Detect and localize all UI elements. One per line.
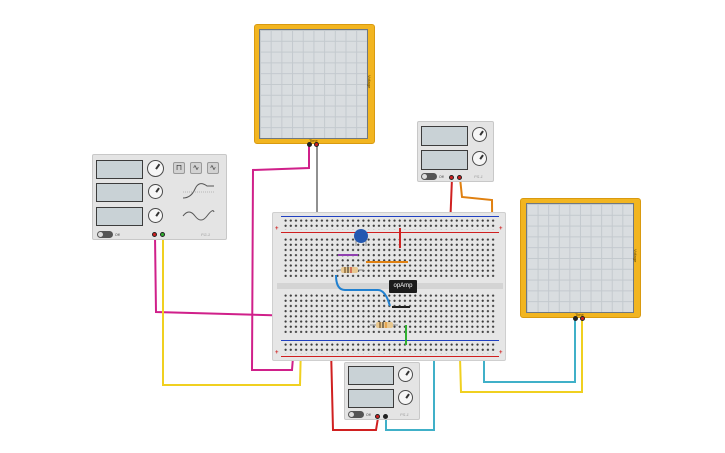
psu-bottom-terminal-pos[interactable]: [383, 414, 388, 419]
fg-brand: FG-1: [201, 232, 211, 237]
psu-bottom-display-2: [348, 389, 394, 408]
psu-bottom-power-toggle[interactable]: [348, 411, 364, 418]
fg-display-2: [96, 183, 143, 202]
psu-top-brand: PS-1: [474, 174, 483, 179]
psu-bottom-brand: PS-1: [400, 412, 409, 417]
triangle-wave-icon[interactable]: ∿: [207, 162, 219, 174]
sine-wave-icon[interactable]: ∿: [190, 162, 202, 174]
magenta-wire-scope: [250, 146, 310, 371]
bottom-rail-plus-left: +: [275, 350, 279, 356]
scope-top-terminal-neg[interactable]: [307, 142, 312, 147]
psu-top-terminal-neg[interactable]: [449, 175, 454, 180]
oscilloscope-top-screen: [259, 29, 368, 139]
red-wire-psu-bottom: [330, 347, 379, 431]
bottom-rail-plus-right: +: [499, 350, 503, 356]
psu-top-terminal-pos[interactable]: [457, 175, 462, 180]
resistor-top-body: [341, 267, 358, 273]
fg-knob-1[interactable]: [147, 160, 164, 177]
top-rail-plus-left: +: [275, 226, 279, 232]
opamp-chip[interactable]: opAmp: [389, 280, 417, 293]
oscilloscope-top-time-label: Time: [309, 138, 318, 143]
square-wave-icon[interactable]: ⊓: [173, 162, 185, 174]
bottom-rail-red-line: [281, 356, 499, 357]
scope-right-terminal-neg[interactable]: [573, 316, 578, 321]
fg-terminal-pos[interactable]: [160, 232, 165, 237]
yellow-wire-fg: [162, 236, 302, 386]
power-supply-top[interactable]: Off PS-1: [417, 121, 494, 182]
psu-top-display-2: [421, 150, 468, 170]
scope-top-terminal-pos[interactable]: [314, 142, 319, 147]
blue-jumper: [335, 274, 391, 307]
top-rail-plus-right: +: [499, 226, 503, 232]
psu-bottom-display-1: [348, 366, 394, 385]
psu-top-power-label: Off: [439, 175, 444, 179]
psu-bottom-knob-2[interactable]: [398, 390, 413, 405]
psu-bottom-knob-1[interactable]: [398, 367, 413, 382]
bottom-rail-holes[interactable]: [283, 342, 497, 354]
psu-top-knob-2[interactable]: [472, 151, 487, 166]
top-rail-blue-line: [281, 216, 499, 217]
scope-right-terminal-pos[interactable]: [580, 316, 585, 321]
fg-knob-3[interactable]: [148, 208, 163, 223]
psu-bottom-power-label: Off: [366, 413, 371, 417]
fg-power-label: Off: [115, 233, 120, 237]
oscilloscope-right-time-label: Time: [575, 312, 584, 317]
top-rail-red-line: [281, 232, 499, 233]
cyan-wire-psu-bottom: [385, 328, 435, 431]
fg-power-toggle[interactable]: [97, 231, 113, 238]
upper-terminal-holes[interactable]: [283, 237, 497, 277]
fg-terminal-neg[interactable]: [152, 232, 157, 237]
psu-top-knob-1[interactable]: [472, 127, 487, 142]
waveform-preview-2-icon: [182, 210, 215, 221]
psu-bottom-terminal-neg[interactable]: [375, 414, 380, 419]
waveform-preview-1-icon: [182, 183, 214, 199]
bottom-rail-blue-line: [281, 340, 499, 341]
oscilloscope-right-screen: [526, 203, 634, 313]
resistor-bottom-body: [376, 322, 393, 328]
psu-top-power-toggle[interactable]: [421, 173, 437, 180]
cyan-wire-scope: [483, 320, 576, 383]
capacitor-body: [354, 229, 368, 243]
power-supply-bottom[interactable]: Off PS-1: [344, 362, 420, 420]
top-rail-holes[interactable]: [283, 218, 497, 230]
function-generator[interactable]: ⊓ ∿ ∿ Off FG-1: [92, 154, 227, 240]
oscilloscope-right[interactable]: Voltage Time: [520, 198, 641, 318]
fg-display-1: [96, 160, 143, 179]
fg-knob-2[interactable]: [148, 184, 163, 199]
psu-top-display-1: [421, 126, 468, 146]
fg-display-3: [96, 207, 143, 226]
